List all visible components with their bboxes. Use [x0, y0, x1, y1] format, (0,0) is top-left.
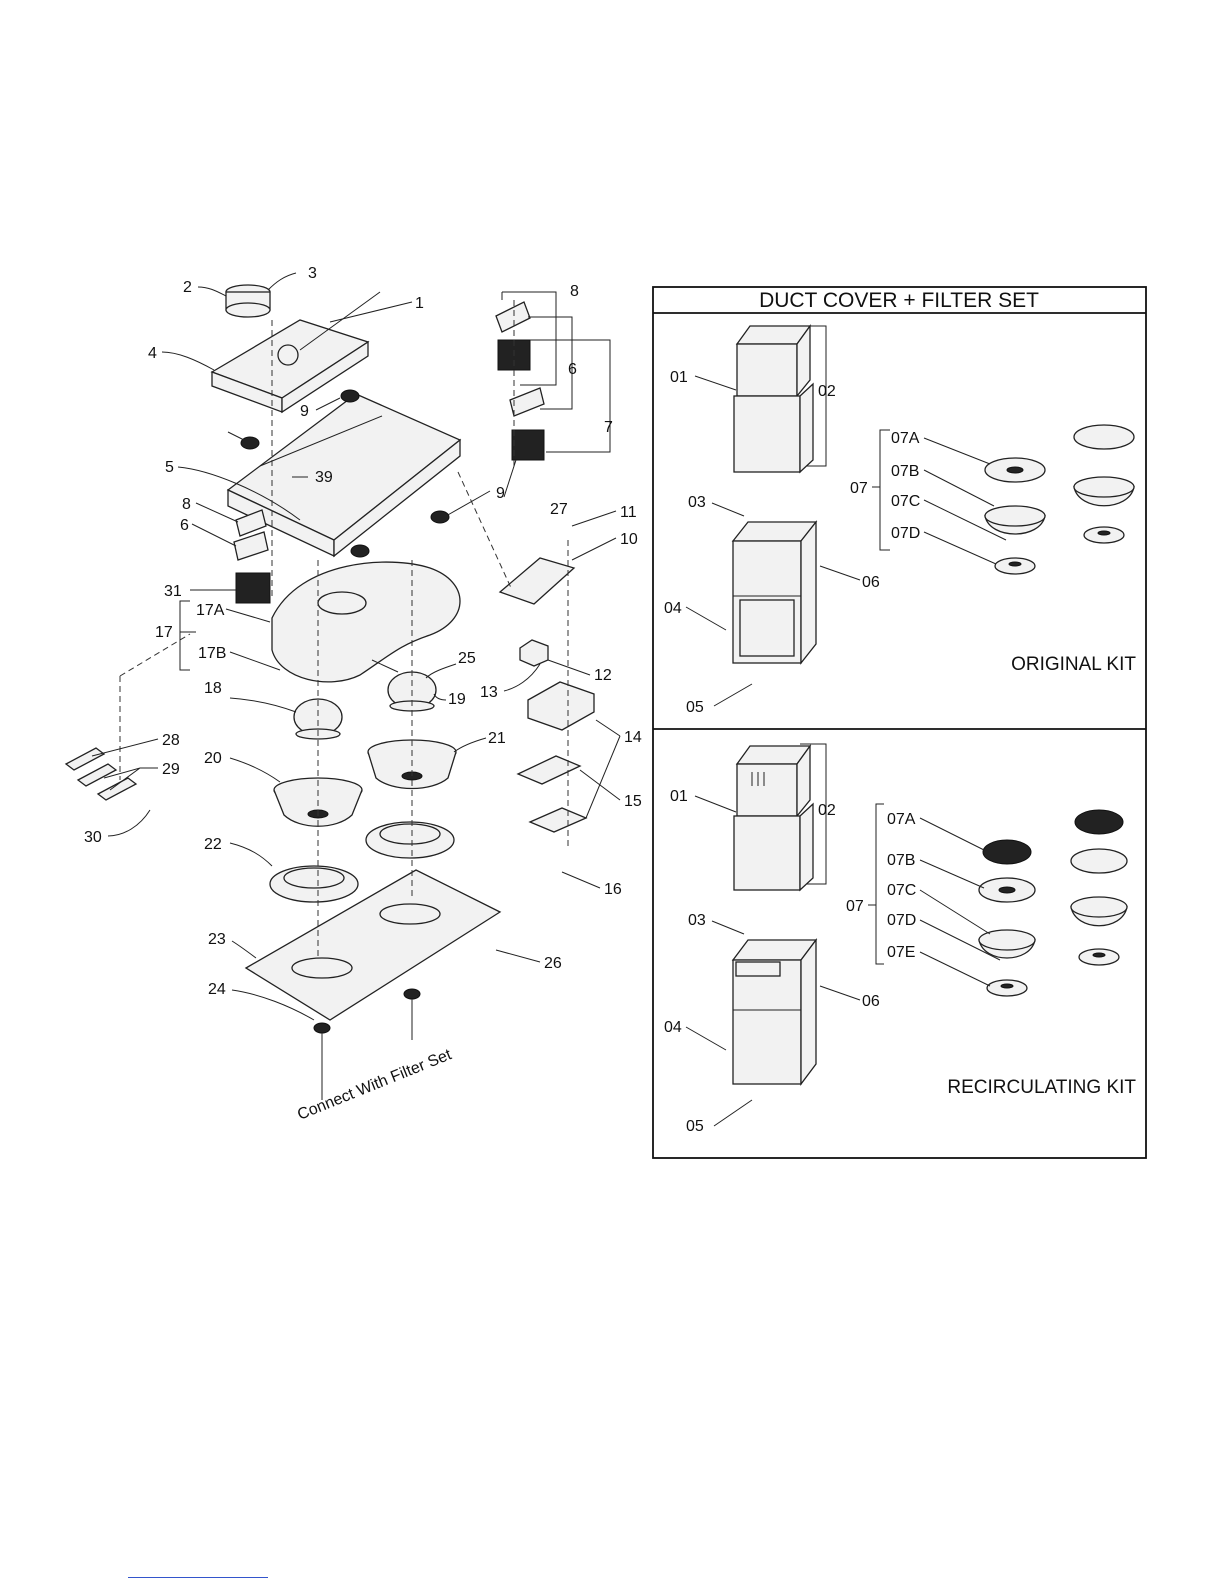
switch-plate [66, 748, 104, 770]
original-kit-label: ORIGINAL KIT [1011, 654, 1136, 675]
hood-body [228, 394, 460, 556]
knob [241, 437, 259, 449]
part-label: 9 [496, 485, 505, 502]
part-label: 05 [686, 1118, 704, 1135]
part-label: 2 [183, 279, 192, 296]
part-label: 13 [480, 684, 498, 701]
part-label: 07C [887, 882, 916, 899]
board-cover [530, 808, 586, 832]
part-label: 9 [300, 403, 309, 420]
part-label: 26 [544, 955, 562, 972]
part-label: 22 [204, 836, 222, 853]
filter-connector [404, 989, 420, 999]
part-label: 17B [198, 645, 226, 662]
part-label: 07B [891, 463, 919, 480]
blower-housing-ring-right [366, 822, 454, 858]
switch-panel [98, 778, 136, 800]
part-label: 11 [620, 504, 637, 521]
part-label: 30 [84, 829, 102, 846]
part-label: 14 [624, 729, 642, 746]
duct-cover-filter-panel: DUCT COVER + FILTER SET ORIGINAL KIT REC… [653, 287, 1146, 1158]
motor-mounting-plate [272, 562, 460, 682]
part-label: 18 [204, 680, 222, 697]
part-label: 01 [670, 369, 688, 386]
capacitor-set-upper [496, 302, 544, 460]
part-label: 28 [162, 732, 180, 749]
recirculating-kit-label: RECIRCULATING KIT [947, 1077, 1136, 1098]
part-label: 07E [887, 944, 915, 961]
part-label: 07 [846, 898, 864, 915]
switch-plate [78, 764, 116, 786]
part-label: 16 [604, 881, 622, 898]
connect-caption: Connect With Filter Set [295, 1046, 454, 1124]
part-label: 5 [165, 459, 174, 476]
part-label: 07D [891, 525, 920, 542]
part-label: 4 [148, 345, 157, 362]
junction-box [520, 640, 548, 666]
circuit-board [518, 756, 580, 784]
part-label: 06 [862, 574, 880, 591]
part-label: 19 [448, 691, 466, 708]
part-label: 7 [604, 419, 613, 436]
part-label: 12 [594, 667, 612, 684]
part-label: 17A [196, 602, 225, 619]
recirculating-kit-drawing [686, 744, 1127, 1126]
knob [431, 511, 449, 523]
range-hood-exploded-view [66, 285, 594, 1100]
part-label: 10 [620, 531, 638, 548]
part-label: 1 [415, 295, 424, 312]
part-label: 07D [887, 912, 916, 929]
part-label: 6 [180, 517, 189, 534]
knob [351, 545, 369, 557]
blower-motor-right [372, 660, 436, 711]
part-label: 21 [488, 730, 506, 747]
part-label: 04 [664, 1019, 682, 1036]
blower-housing-ring-left [270, 866, 358, 902]
part-label: 27 [550, 501, 568, 518]
knob [341, 390, 359, 402]
part-label: 07C [891, 493, 920, 510]
control-box [528, 682, 594, 730]
part-label: 3 [308, 265, 317, 282]
part-label: 04 [664, 600, 682, 617]
part-label: 02 [818, 383, 836, 400]
part-label: 39 [315, 469, 333, 486]
part-label: 8 [570, 283, 579, 300]
panel-title: DUCT COVER + FILTER SET [759, 289, 1039, 312]
footer-rule [128, 1577, 268, 1578]
part-label: 07B [887, 852, 915, 869]
part-label: 8 [182, 496, 191, 513]
part-label: 07 [850, 480, 868, 497]
part-label: 31 [164, 583, 182, 600]
part-label: 03 [688, 912, 706, 929]
part-label: 05 [686, 699, 704, 716]
capacitor-set-left [234, 510, 270, 603]
part-label: 07A [891, 430, 920, 447]
part-label: 29 [162, 761, 180, 778]
part-label: 07A [887, 811, 916, 828]
part-label: 02 [818, 802, 836, 819]
part-label: 23 [208, 931, 226, 948]
filter-connector [314, 1023, 330, 1033]
part-label: 25 [458, 650, 476, 667]
control-bracket [500, 558, 574, 604]
duct-collar [226, 285, 270, 317]
part-label: 20 [204, 750, 222, 767]
original-kit-drawing [686, 326, 1134, 706]
part-label: 6 [568, 361, 577, 378]
part-label: 01 [670, 788, 688, 805]
part-label: 06 [862, 993, 880, 1010]
part-label: 03 [688, 494, 706, 511]
part-label: 17 [155, 624, 173, 641]
part-label: 15 [624, 793, 642, 810]
part-label: 24 [208, 981, 226, 998]
